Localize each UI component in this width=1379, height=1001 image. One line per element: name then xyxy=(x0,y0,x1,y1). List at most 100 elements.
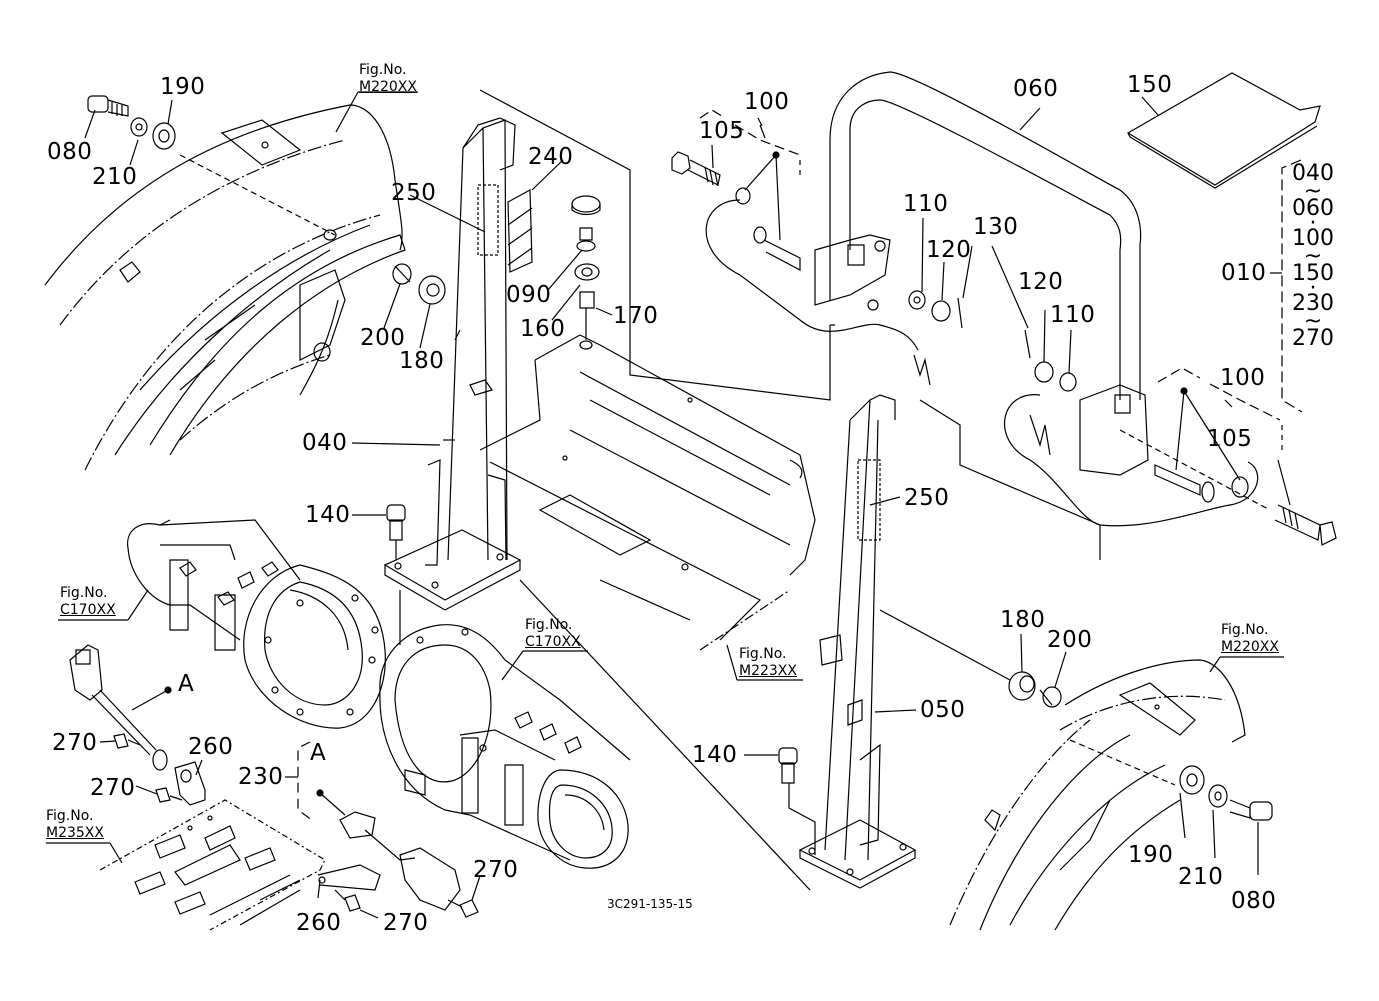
part-label-120-b[interactable]: 120 xyxy=(1018,269,1064,295)
detail-marker-a-left: A xyxy=(178,671,195,697)
detail-marker-a-right: A xyxy=(310,740,327,766)
range-separator: · xyxy=(1309,211,1317,237)
fig-ref-code: M220XX xyxy=(359,79,417,95)
part-label-080[interactable]: 080 xyxy=(47,139,93,165)
range-item: 100 xyxy=(1292,226,1334,252)
range-separator: ~ xyxy=(1303,178,1323,204)
reflector-240 xyxy=(508,190,532,272)
leader-lines xyxy=(46,92,1284,918)
fig-ref-code: C170XX xyxy=(60,602,116,618)
fig-ref-label: Fig.No. xyxy=(60,585,108,601)
fig-ref-label: Fig.No. xyxy=(46,808,94,824)
range-item: 150 xyxy=(1292,260,1334,286)
part-label-105-lower[interactable]: 105 xyxy=(1207,426,1253,452)
part-label-270-b[interactable]: 270 xyxy=(90,775,136,801)
left-transmission-housing xyxy=(128,520,400,728)
fig-ref-m235xx[interactable]: Fig.No. M235XX xyxy=(46,808,104,842)
left-bushings xyxy=(384,264,445,348)
part-label-060[interactable]: 060 xyxy=(1013,76,1059,102)
part-label-190[interactable]: 190 xyxy=(160,74,206,100)
part-label-210-right[interactable]: 210 xyxy=(1178,864,1224,890)
fig-ref-c170xx-left[interactable]: Fig.No. C170XX xyxy=(60,585,116,619)
plug-bolt-assembly xyxy=(572,196,600,349)
fig-ref-code: M235XX xyxy=(46,825,104,841)
part-label-270-c[interactable]: 270 xyxy=(473,857,519,883)
fig-ref-code: M223XX xyxy=(739,663,797,679)
right-bolt-washers xyxy=(1180,766,1272,875)
fig-ref-label: Fig.No. xyxy=(525,617,573,633)
bolt-140-right xyxy=(744,748,815,855)
range-separator: ~ xyxy=(1303,308,1323,334)
fig-ref-m220xx-left[interactable]: Fig.No. M220XX xyxy=(359,62,417,96)
part-label-080-right[interactable]: 080 xyxy=(1231,888,1277,914)
part-label-210[interactable]: 210 xyxy=(92,164,138,190)
right-fender xyxy=(950,660,1245,930)
fig-ref-label: Fig.No. xyxy=(1221,622,1269,638)
seat-base-plate xyxy=(100,800,325,930)
assembly-guide-lines xyxy=(480,90,1100,890)
assembly-bracket-010 xyxy=(1270,160,1302,412)
left-bolt-washers xyxy=(85,96,175,165)
part-label-110-b[interactable]: 110 xyxy=(1050,302,1096,328)
fig-ref-m220xx-right[interactable]: Fig.No. M220XX xyxy=(1221,622,1279,656)
part-label-250-lower[interactable]: 250 xyxy=(904,485,950,511)
part-label-140-left[interactable]: 140 xyxy=(305,502,351,528)
part-label-270-a[interactable]: 270 xyxy=(52,730,98,756)
part-label-100-upper[interactable]: 100 xyxy=(744,89,790,115)
fig-ref-code: M220XX xyxy=(1221,639,1279,655)
part-label-160[interactable]: 160 xyxy=(520,316,566,342)
washers-nuts-pins xyxy=(909,218,1076,391)
part-label-110-a[interactable]: 110 xyxy=(903,191,949,217)
part-label-010[interactable]: 010 xyxy=(1221,260,1267,286)
left-seatbelt-buckle xyxy=(70,645,205,805)
fig-ref-label: Fig.No. xyxy=(359,62,407,78)
range-item: 060 xyxy=(1292,195,1334,221)
part-label-040[interactable]: 040 xyxy=(302,430,348,456)
fig-ref-code: C170XX xyxy=(525,634,581,650)
part-label-150[interactable]: 150 xyxy=(1127,72,1173,98)
part-label-230[interactable]: 230 xyxy=(238,764,284,790)
upper-pin-assembly xyxy=(672,110,930,385)
part-label-130[interactable]: 130 xyxy=(973,214,1019,240)
part-label-250[interactable]: 250 xyxy=(391,180,437,206)
part-label-105-upper[interactable]: 105 xyxy=(699,118,745,144)
part-label-180-right[interactable]: 180 xyxy=(1000,607,1046,633)
right-bushings xyxy=(1009,634,1066,707)
part-label-260-a[interactable]: 260 xyxy=(188,734,234,760)
fig-ref-c170xx-center[interactable]: Fig.No. C170XX xyxy=(525,617,581,651)
part-label-120-a[interactable]: 120 xyxy=(926,237,972,263)
manual-150 xyxy=(1128,73,1320,188)
bolt-140-left xyxy=(352,505,405,560)
part-label-270-d[interactable]: 270 xyxy=(383,910,429,936)
range-item: 270 xyxy=(1292,325,1334,351)
lower-pin-assembly xyxy=(1005,368,1336,545)
part-label-260-b[interactable]: 260 xyxy=(296,910,342,936)
center-transmission-housing xyxy=(380,625,630,869)
drawing-number: 3C291-135-15 xyxy=(607,897,693,911)
part-label-090[interactable]: 090 xyxy=(506,282,552,308)
part-label-140-right[interactable]: 140 xyxy=(692,742,738,768)
right-post-050 xyxy=(800,395,915,888)
part-label-200-right[interactable]: 200 xyxy=(1047,627,1093,653)
part-label-170[interactable]: 170 xyxy=(613,303,659,329)
floor-plate xyxy=(480,335,815,650)
fig-ref-label: Fig.No. xyxy=(739,646,787,662)
fig-ref-m223xx[interactable]: Fig.No. M223XX xyxy=(739,646,797,680)
range-separator: ~ xyxy=(1303,243,1323,269)
part-label-190-right[interactable]: 190 xyxy=(1128,842,1174,868)
range-separator: · xyxy=(1309,276,1317,302)
bracket-100-upper xyxy=(758,118,762,126)
rops-arch-060 xyxy=(815,72,1148,475)
part-label-100-lower[interactable]: 100 xyxy=(1220,365,1266,391)
left-post-040 xyxy=(385,118,520,610)
right-seatbelt-buckle xyxy=(285,742,478,917)
part-label-240[interactable]: 240 xyxy=(528,144,574,170)
part-label-180[interactable]: 180 xyxy=(399,348,445,374)
assembly-range-list: 040 ~ 060 · 100 ~ 150 · 230 ~ 270 xyxy=(1289,161,1337,351)
range-item: 230 xyxy=(1292,291,1334,317)
part-label-050[interactable]: 050 xyxy=(920,697,966,723)
part-label-200[interactable]: 200 xyxy=(360,325,406,351)
range-item: 040 xyxy=(1292,161,1334,186)
left-fender xyxy=(45,105,405,470)
